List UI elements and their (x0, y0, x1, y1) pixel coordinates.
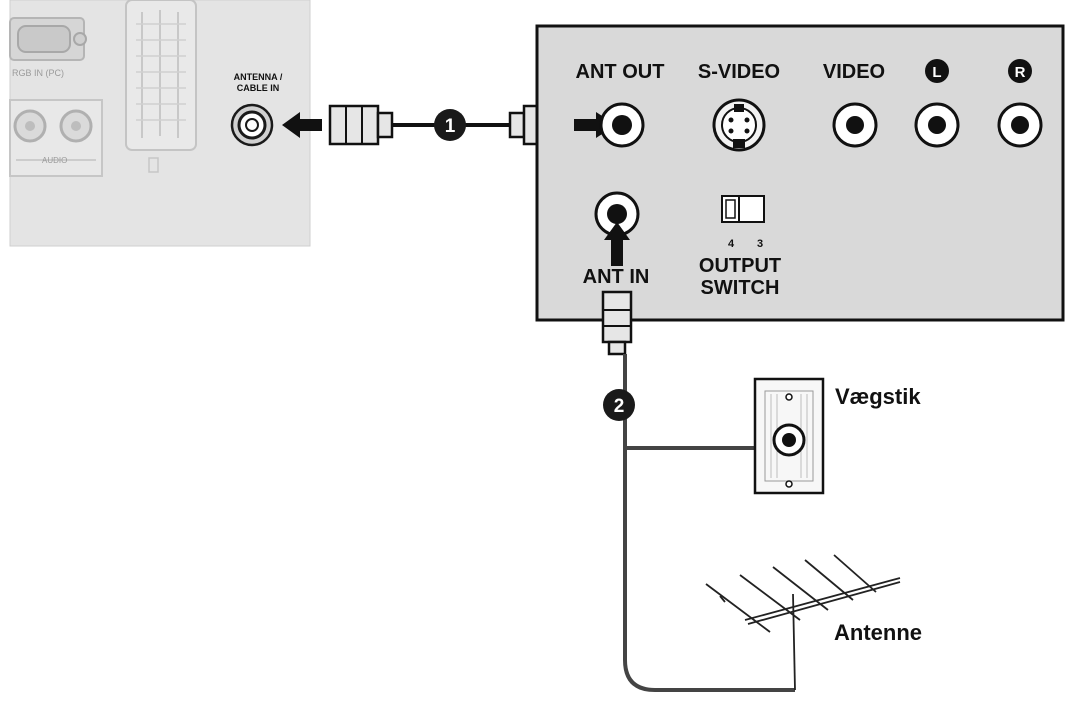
tv-audio-ports-icon (9, 99, 103, 177)
audio-left-port-icon (914, 102, 960, 148)
switch-number-3: 3 (757, 238, 763, 250)
rgb-in-label: RGB IN (PC) (12, 68, 64, 78)
coax-cable-2: 2 (601, 290, 795, 692)
wall-socket-icon (753, 377, 825, 495)
audio-left-badge (925, 59, 949, 83)
audio-right-label: R (1015, 64, 1026, 81)
s-video-label: S-VIDEO (698, 61, 780, 83)
audio-right-badge (1008, 59, 1032, 83)
ant-out-label: ANT OUT (576, 61, 665, 83)
audio-left-label: L (932, 64, 941, 81)
audio-right-port-icon (997, 102, 1043, 148)
output-switch-icon[interactable] (721, 195, 765, 223)
vcr-panel-body (535, 24, 1065, 322)
antenna-cable-in-label-2: CABLE IN (237, 83, 280, 93)
scart-port-icon (125, 0, 197, 173)
video-label: VIDEO (823, 61, 885, 83)
step-1-badge (434, 109, 466, 141)
tv-audio-label: AUDIO (42, 156, 67, 165)
switch-number-4: 4 (728, 238, 735, 250)
s-video-port-icon (712, 98, 766, 152)
tv-antenna-in-port-icon (230, 103, 274, 147)
tv-rear-panel: RGB IN (PC) AUDIO (9, 0, 311, 247)
wall-socket-label: Vægstik (835, 384, 921, 409)
coax-plug-left-icon (328, 104, 394, 146)
antenna-icon (705, 554, 901, 691)
video-port-icon (832, 102, 878, 148)
vcr-rear-panel: ANT OUT S-VIDEO VIDEO L R (535, 24, 1065, 322)
ant-in-label: ANT IN (583, 266, 650, 288)
coax-cable-1: 1 (282, 104, 572, 146)
antenna-label: Antenne (834, 620, 922, 645)
output-switch-label-2: SWITCH (701, 277, 780, 299)
ant-out-port-icon (599, 102, 645, 148)
output-switch-label-1: OUTPUT (699, 255, 781, 277)
antenna-cable-in-label-1: ANTENNA / (234, 72, 283, 82)
rgb-in-port-icon (9, 17, 87, 61)
coax-plug-bottom-icon (601, 290, 633, 356)
step-2-number: 2 (614, 396, 625, 417)
step-1-number: 1 (445, 116, 456, 137)
arrow-up-icon (604, 222, 630, 266)
step-2-badge (603, 389, 635, 421)
arrow-left-icon (282, 112, 322, 138)
